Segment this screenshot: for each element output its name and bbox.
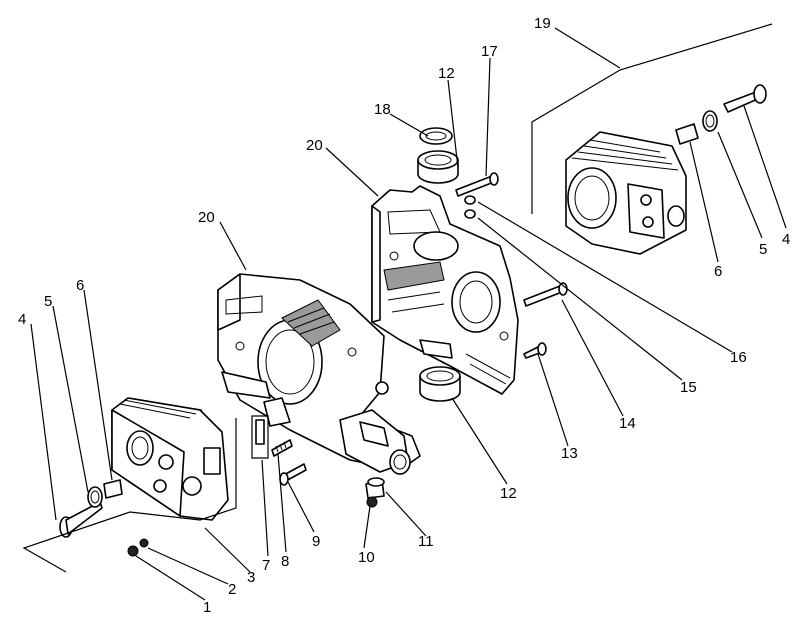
right-valve (723, 84, 767, 113)
washer-16 (464, 195, 476, 205)
callout-13: 13 (561, 445, 578, 462)
bolt-13 (523, 342, 547, 359)
left-cylinder-head (111, 397, 229, 521)
bolt-14 (523, 282, 568, 307)
callout-6-right: 6 (714, 263, 722, 280)
callout-labels: 1 2 3 4 5 6 7 8 9 10 11 12 12 13 14 15 1… (18, 15, 790, 616)
top-bearing (417, 150, 459, 184)
callout-10: 10 (358, 549, 375, 566)
callout-17: 17 (481, 43, 498, 60)
callout-18: 18 (374, 101, 391, 118)
callout-6-left: 6 (76, 277, 84, 294)
callout-12-bottom: 12 (500, 485, 517, 502)
callout-2: 2 (228, 581, 236, 598)
callout-7: 7 (262, 557, 270, 574)
stud-8 (271, 439, 293, 457)
left-nuts (127, 538, 149, 557)
left-valve-guide (103, 479, 123, 499)
leader-lines (30, 27, 787, 601)
nut-15 (464, 209, 476, 219)
callout-1: 1 (203, 599, 211, 616)
callout-11: 11 (418, 533, 434, 550)
pin-7 (251, 415, 269, 459)
callout-9: 9 (312, 533, 320, 550)
right-cylinder (565, 131, 687, 255)
right-crankcase-half (371, 185, 519, 395)
right-valve-guide (675, 123, 699, 145)
left-valve (59, 501, 103, 538)
callout-5-right: 5 (759, 241, 767, 258)
right-valve-spring-retainer (702, 110, 718, 132)
callout-16: 16 (730, 349, 747, 366)
callout-15: 15 (680, 379, 697, 396)
callout-3: 3 (247, 569, 255, 586)
callout-12-top: 12 (438, 65, 455, 82)
left-assembly-bracket-line (22, 418, 237, 573)
callout-20-left: 20 (198, 209, 215, 226)
callout-20-right: 20 (306, 137, 323, 154)
callout-19: 19 (534, 15, 551, 32)
callout-4-left: 4 (18, 311, 26, 328)
callout-5-left: 5 (44, 293, 52, 310)
long-bolt-17 (455, 172, 499, 197)
left-valve-spring-retainer (87, 486, 103, 508)
callout-8: 8 (281, 553, 289, 570)
callout-14: 14 (619, 415, 636, 432)
left-crankcase-half (217, 273, 421, 475)
bolt-9 (279, 463, 307, 486)
right-assembly-bracket-line (531, 23, 773, 214)
top-oil-seal (419, 127, 453, 145)
plug-11 (365, 477, 385, 499)
bottom-bearing (419, 366, 461, 402)
callout-4-right: 4 (782, 231, 790, 248)
nut-10 (366, 496, 378, 508)
